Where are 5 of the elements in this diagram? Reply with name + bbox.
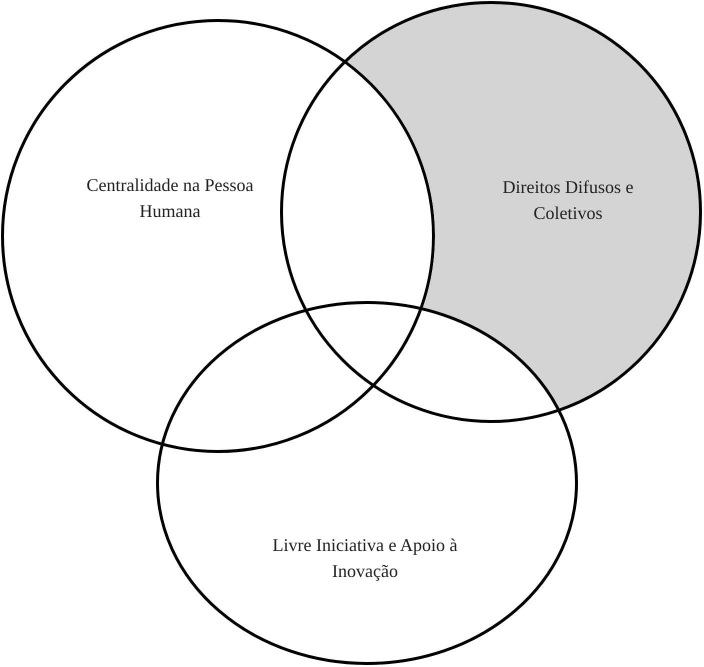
circle-label: Livre Iniciativa e Apoio à Inovação <box>272 534 458 583</box>
venn-circle <box>156 301 578 665</box>
circle-label: Direitos Difusos e Coletivos <box>502 176 634 225</box>
circle-label: Centralidade na Pessoa Humana <box>86 174 254 223</box>
venn-circle <box>280 1 702 423</box>
